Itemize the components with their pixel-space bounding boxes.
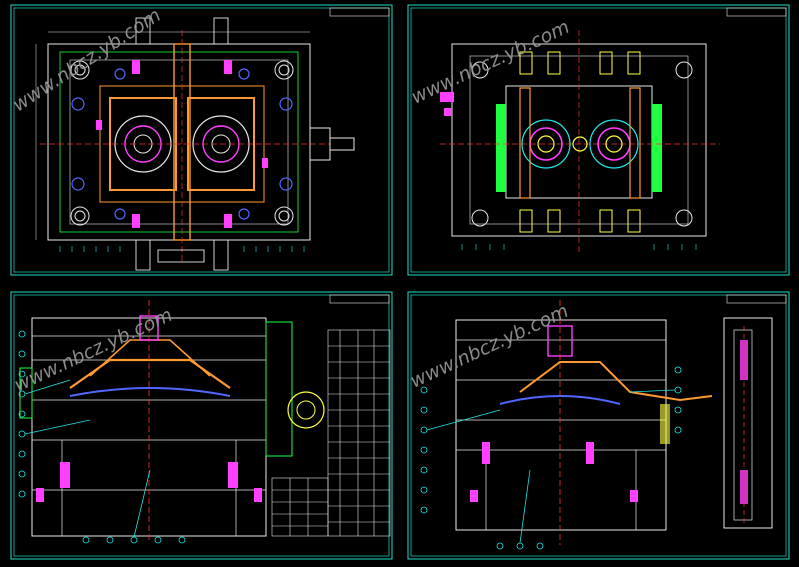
balloon-callouts	[18, 330, 186, 544]
sheet-2-inner-border	[410, 7, 787, 273]
sheet-1-outer-border	[10, 4, 393, 276]
detail-view	[723, 317, 773, 529]
sheet-1-title-block	[329, 7, 390, 17]
sheet-2-title-block	[726, 7, 787, 17]
sheet-2-outer-border	[407, 4, 790, 276]
sheet-3-outer-border	[10, 291, 393, 560]
sheet-4-title-block	[726, 294, 787, 304]
sheet-4-outer-border	[407, 291, 790, 560]
slider-profile	[519, 361, 713, 402]
balloon-callouts	[420, 366, 682, 550]
sheet-3-inner-border	[13, 294, 390, 557]
sheet-3-title-block	[329, 294, 390, 304]
cavity-right	[589, 119, 639, 169]
guide-pillars	[70, 60, 294, 226]
sheet-1-inner-border	[13, 7, 390, 273]
parts-list-table	[271, 329, 391, 537]
sheet-4-inner-border	[410, 294, 787, 557]
